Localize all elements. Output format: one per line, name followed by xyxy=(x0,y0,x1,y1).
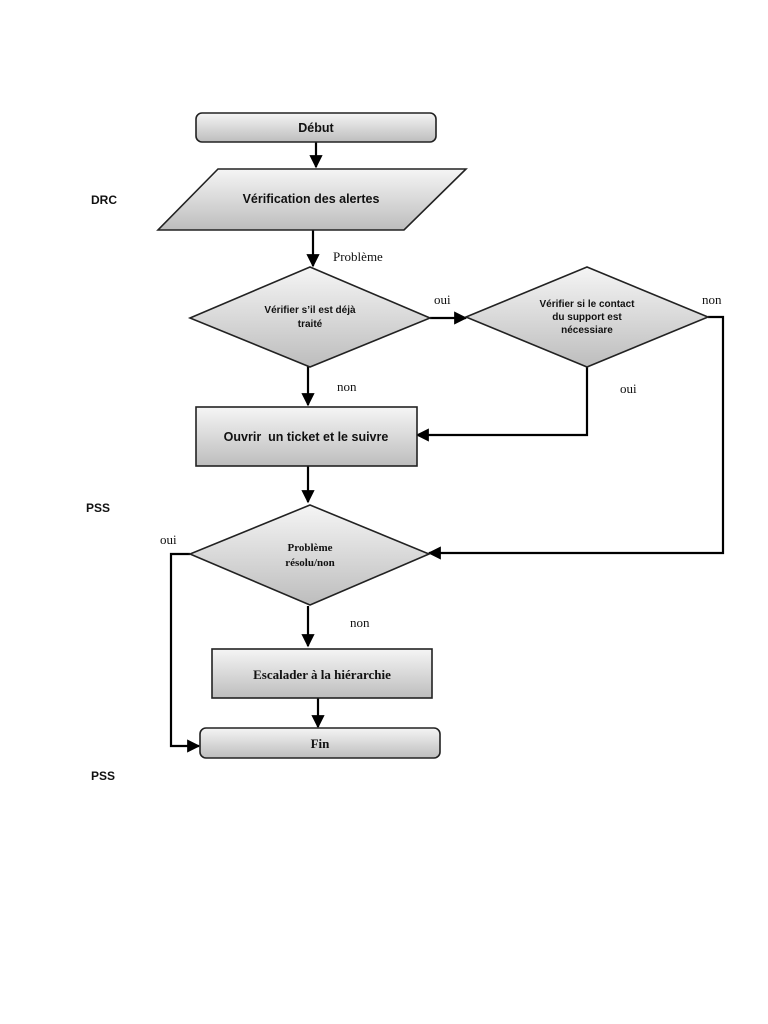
edge-support-non xyxy=(427,315,725,560)
lane-label-pss-1: PSS xyxy=(86,501,110,515)
node-resolved-shape xyxy=(187,504,432,606)
edge-label-non-resolved: non xyxy=(350,615,370,630)
edge-label-oui-support: oui xyxy=(620,381,637,396)
node-check-support-label-2: du support est xyxy=(552,312,622,323)
edge-label-oui-treated: oui xyxy=(434,292,451,307)
node-check-treated-label-2: traité xyxy=(298,319,323,330)
lane-label-drc: DRC xyxy=(91,193,117,207)
node-check-support-shape xyxy=(463,266,711,368)
node-check-support-label-1: Vérifier si le contact xyxy=(539,299,635,310)
node-open-ticket-label: Ouvrir un ticket et le suivre xyxy=(224,430,389,444)
node-debut-label: Début xyxy=(298,121,334,135)
node-escalate-label: Escalader à la hiérarchie xyxy=(253,667,391,682)
edge-label-probleme: Problème xyxy=(333,249,383,264)
edge-label-non-treated: non xyxy=(337,379,357,394)
connectors xyxy=(169,142,725,753)
node-check-treated: Vérifier s’il est déjà traité xyxy=(187,266,433,368)
node-open-ticket: Ouvrir un ticket et le suivre xyxy=(195,406,418,467)
node-verification: Vérification des alertes xyxy=(156,168,468,231)
node-check-support-label-3: nécessiare xyxy=(561,325,613,336)
node-fin: Fin xyxy=(199,727,441,759)
node-escalate: Escalader à la hiérarchie xyxy=(211,648,433,699)
node-check-treated-label-1: Vérifier s’il est déjà xyxy=(264,305,356,316)
node-debut: Début xyxy=(195,112,437,143)
edge-resolved-oui xyxy=(169,552,201,753)
node-resolved-label-1: Problème xyxy=(287,542,332,554)
node-fin-shape xyxy=(199,727,441,759)
lane-label-pss-2: PSS xyxy=(91,769,115,783)
node-verification-shape xyxy=(156,168,468,231)
edge-label-oui-resolved: oui xyxy=(160,532,177,547)
node-verification-label: Vérification des alertes xyxy=(243,192,380,206)
node-open-ticket-shape xyxy=(195,406,418,467)
edge-support-oui xyxy=(415,366,589,442)
node-check-support: Vérifier si le contact du support est né… xyxy=(463,266,711,368)
edge-label-non-support: non xyxy=(702,292,722,307)
node-resolved: Problème résolu/non xyxy=(187,504,432,606)
node-fin-label: Fin xyxy=(311,736,331,751)
node-check-treated-shape xyxy=(187,266,433,368)
node-resolved-label-2: résolu/non xyxy=(285,557,335,569)
node-debut-shape xyxy=(195,112,437,143)
node-escalate-shape xyxy=(211,648,433,699)
